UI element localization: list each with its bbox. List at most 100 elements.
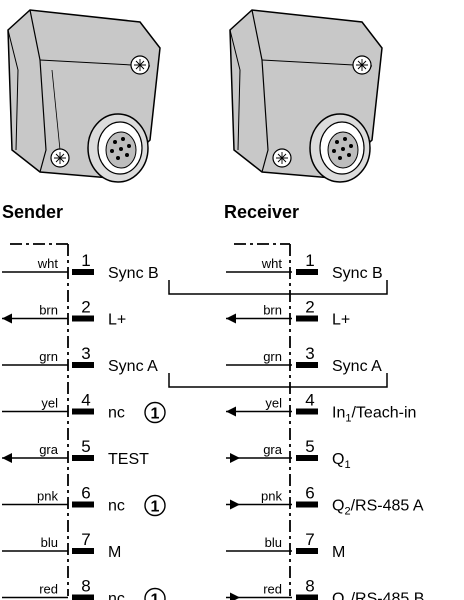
sender-wire-color: red xyxy=(39,582,58,597)
sender-pin-terminal xyxy=(72,362,94,368)
receiver-pin-number: 3 xyxy=(305,344,314,363)
receiver-pin-terminal xyxy=(296,315,318,322)
svg-text:1: 1 xyxy=(151,592,160,600)
receiver-signal-label: Sync B xyxy=(332,265,383,282)
receiver-wire-color: gra xyxy=(263,442,283,457)
screw-icon xyxy=(130,55,150,75)
sender-signal-label: M xyxy=(108,544,121,561)
sender-pin-terminal xyxy=(72,548,94,554)
sender-pin-row: red 8 nc 1 xyxy=(2,577,166,600)
sender-wire-color: blu xyxy=(41,535,58,550)
sender-pin-number: 8 xyxy=(81,577,90,596)
receiver-signal-label: Q2/RS-485 A xyxy=(332,498,424,518)
sender-wire-color: grn xyxy=(39,349,58,364)
sync-link-line xyxy=(168,280,388,295)
receiver-pin-number: 5 xyxy=(305,437,314,456)
arrow-icon xyxy=(226,406,236,417)
receiver-pin-terminal xyxy=(296,269,318,275)
sender-pin-number: 7 xyxy=(81,530,90,549)
sender-housing-boundary xyxy=(10,243,69,596)
sender-wire-color: brn xyxy=(39,303,58,318)
sender-signal-label: Sync A xyxy=(108,358,158,375)
receiver-pin-terminal xyxy=(296,455,318,461)
sender-pin-terminal xyxy=(72,501,94,508)
screw-icon xyxy=(272,148,292,168)
sender-signal-label: L+ xyxy=(108,312,126,329)
receiver-wire-color: pnk xyxy=(261,489,282,504)
screw-icon xyxy=(50,148,70,168)
receiver-pin-number: 2 xyxy=(305,298,314,317)
arrow-icon xyxy=(230,453,240,463)
sender-pin-row: brn 2L+ xyxy=(2,298,126,329)
receiver-signal-label: L+ xyxy=(332,312,350,329)
receiver-wire-color: yel xyxy=(265,396,282,411)
arrow-icon xyxy=(226,313,236,324)
arrow-icon xyxy=(230,592,240,600)
receiver-pin-row: blu 7M xyxy=(226,530,345,561)
sender-pin-number: 2 xyxy=(81,298,90,317)
sender-signal-label: nc xyxy=(108,498,125,515)
receiver-wire-color: red xyxy=(263,582,282,597)
screw-icon xyxy=(352,55,372,75)
receiver-pin-terminal xyxy=(296,594,318,600)
sender-device-illustration xyxy=(7,9,161,183)
footnote-circle-icon: 1 xyxy=(144,494,166,517)
svg-text:1: 1 xyxy=(151,499,160,516)
receiver-wire-color: grn xyxy=(263,349,282,364)
sender-pin-terminal xyxy=(72,315,94,322)
sender-pin-terminal xyxy=(72,455,94,461)
sender-pin-number: 4 xyxy=(81,391,90,410)
sender-signal-label: nc xyxy=(108,591,125,600)
sender-signal-label: TEST xyxy=(108,451,149,468)
footnote-circle-icon: 1 xyxy=(144,587,166,600)
sender-wire-color: gra xyxy=(39,442,59,457)
sender-pin-number: 1 xyxy=(81,251,90,270)
receiver-pin-number: 7 xyxy=(305,530,314,549)
sender-wire-color: pnk xyxy=(37,489,58,504)
receiver-signal-label: Sync A xyxy=(332,358,382,375)
arrow-icon xyxy=(2,313,12,324)
sync-link-line xyxy=(168,373,388,388)
receiver-pin-row: brn 2L+ xyxy=(226,298,350,329)
receiver-signal-label: Q3/RS-485 B xyxy=(332,591,424,600)
sender-pin-number: 5 xyxy=(81,437,90,456)
sender-wire-color: wht xyxy=(37,256,59,271)
sender-pin-row: yel 4 nc 1 xyxy=(2,391,166,424)
sender-signal-label: Sync B xyxy=(108,265,159,282)
receiver-wire-color: wht xyxy=(261,256,283,271)
receiver-heading: Receiver xyxy=(224,202,299,222)
receiver-signal-label: In1/Teach-in xyxy=(332,405,416,425)
sender-pin-terminal xyxy=(72,269,94,275)
sender-heading: Sender xyxy=(2,202,63,222)
sender-pin-number: 3 xyxy=(81,344,90,363)
arrow-icon xyxy=(2,453,12,463)
receiver-pin-terminal xyxy=(296,408,318,415)
footnote-circle-icon: 1 xyxy=(144,401,166,424)
sender-wire-color: yel xyxy=(41,396,58,411)
receiver-pin-terminal xyxy=(296,501,318,508)
receiver-device-illustration xyxy=(229,9,383,183)
arrow-icon xyxy=(230,499,240,510)
receiver-pin-number: 6 xyxy=(305,484,314,503)
sender-signal-label: nc xyxy=(108,405,125,422)
receiver-wire-color: brn xyxy=(263,303,282,318)
sender-pin-row: blu 7M xyxy=(2,530,121,561)
receiver-wire-color: blu xyxy=(265,535,282,550)
m12-connector-icon xyxy=(87,113,149,183)
receiver-signal-label: M xyxy=(332,544,345,561)
receiver-pin-row: pnk 6Q2/RS-485 A xyxy=(226,484,424,518)
sender-pin-terminal xyxy=(72,408,94,415)
svg-text:1: 1 xyxy=(151,406,160,423)
receiver-pin-terminal xyxy=(296,362,318,368)
receiver-pin-number: 8 xyxy=(305,577,314,596)
receiver-pin-number: 1 xyxy=(305,251,314,270)
